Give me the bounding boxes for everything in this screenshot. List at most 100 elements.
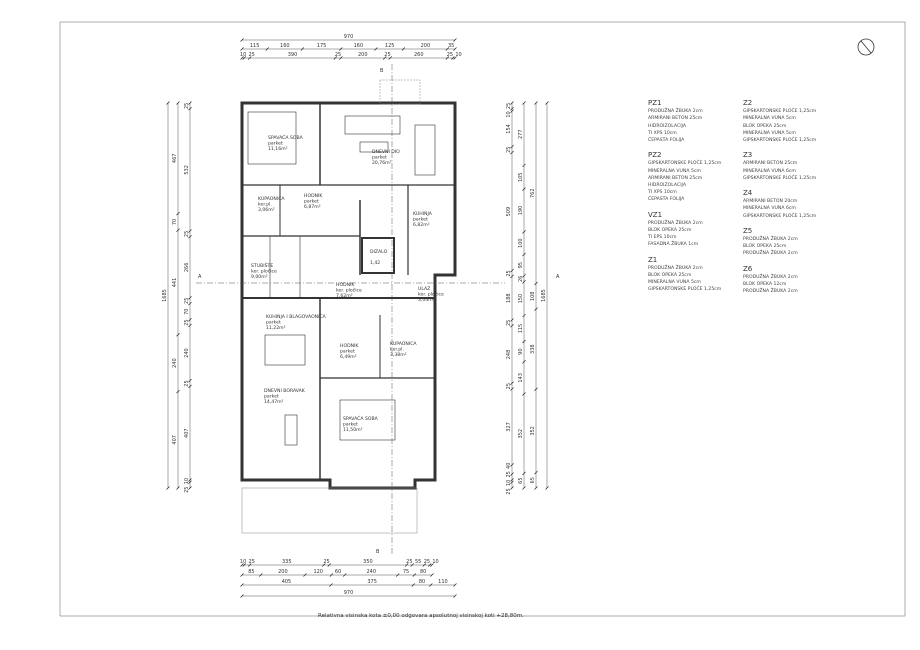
dimension-value: 150 — [518, 294, 524, 304]
dimension-tick — [534, 470, 538, 475]
dimension-tick — [300, 47, 305, 51]
dimension-tick — [510, 318, 514, 322]
dimension-tick — [510, 145, 514, 149]
dimension-value: 25 — [506, 471, 512, 477]
dimension-tick — [188, 384, 192, 389]
dimension-tick — [265, 47, 270, 51]
room-area: 3,04m² — [418, 297, 435, 303]
dimension-value: 26 — [518, 276, 524, 282]
dimension-value: 115 — [250, 43, 260, 49]
dimension-tick — [522, 252, 526, 257]
legend-layer: GIPSKARTONSKE PLOČE 1,25cm — [743, 138, 817, 144]
dimension-value: 467 — [172, 154, 178, 164]
legend-layer: GIPSKARTONSKE PLOČE 1,25cm — [648, 161, 722, 167]
legend-layer: GIPSKARTONSKE PLOČE 1,25cm — [648, 287, 722, 293]
room-area: 6,82m² — [413, 222, 430, 228]
dimension-tick — [522, 392, 526, 396]
section-mark-a-left: A — [198, 274, 202, 280]
dimension-value: 200 — [421, 43, 431, 49]
room-name: HODNIK — [340, 343, 359, 349]
dimension-value: 375 — [367, 579, 377, 585]
legend-layer: MINERALNA VUNA 5cm — [743, 130, 796, 136]
legend-layer: BLOK OPEKA 12cm — [743, 282, 787, 288]
legend-layer: PRODUŽNA ŽBUKA 2cm — [743, 289, 798, 295]
dimension-value: 390 — [288, 52, 298, 58]
dimension-value: 25 — [184, 380, 190, 386]
legend-layer: PRODUŽNA ŽBUKA 2cm — [743, 237, 798, 243]
room-name: STUBIŠTE — [251, 262, 273, 269]
dimension-tick — [534, 101, 538, 105]
legend-layer: ARMIRANI BETON 20cm — [743, 199, 798, 205]
legend-layer: TI EPS 10cm — [648, 235, 677, 241]
legend-layer: PRODUŽNA ŽBUKA 2cm — [648, 265, 703, 271]
dimension-value: 338 — [530, 344, 536, 354]
dimension-tick — [522, 163, 526, 168]
room-name: SPAVAĆA SOBA — [268, 134, 304, 141]
dimension-tick — [510, 150, 514, 155]
dimension-tick — [176, 332, 180, 337]
dimension-tick — [188, 478, 192, 482]
dimension-value: 65 — [518, 477, 524, 483]
dimension-tick — [445, 47, 450, 51]
dimension-tick — [240, 563, 244, 567]
legend-layer: HIDROIZOLACIJA — [648, 183, 686, 189]
room-floor: parket — [343, 422, 358, 428]
dimension-value: 95 — [518, 262, 524, 268]
dimension-value: 25 — [184, 103, 190, 109]
dimension-value: 160 — [280, 43, 290, 49]
dimension-value: 115 — [518, 324, 524, 334]
room-floor: parket — [340, 349, 355, 355]
dimension-value: 25 — [506, 147, 512, 153]
room-area: 3,06m² — [258, 207, 275, 213]
dimension-value: 85 — [248, 569, 254, 575]
dimension-value: 25 — [424, 559, 430, 565]
dimension-tick — [534, 387, 538, 391]
dimension-tick — [240, 47, 244, 51]
dimension-value: 65 — [530, 477, 536, 483]
room-floor: parket — [413, 217, 428, 223]
dimension-value: 90 — [518, 348, 524, 354]
dimension-tick — [329, 583, 333, 587]
room-floor: ker.pl. — [258, 202, 272, 208]
dimension-value: 80 — [419, 579, 425, 585]
north-arrow-icon — [857, 38, 875, 56]
legend-layer: TI XPS 10cm — [648, 130, 677, 136]
dimension-tick — [188, 323, 192, 328]
dimension-tick — [176, 211, 180, 216]
room-floor: ker.pl. — [390, 347, 404, 353]
legend-layer: MINERALNA VUNA 6cm — [743, 168, 796, 174]
room-name: ULAZ — [418, 286, 430, 292]
dimension-tick — [510, 387, 514, 391]
dimension-value: 352 — [518, 429, 524, 439]
legend-code: Z6 — [743, 264, 753, 273]
dimension-value: 352 — [530, 426, 536, 436]
legend-code: Z4 — [743, 189, 753, 198]
room-name: KUHINJA I BLAGOVAONICA — [266, 314, 327, 320]
dimension-tick — [188, 106, 192, 111]
dimension-tick — [188, 301, 192, 306]
room-name: KUPAONICA — [390, 341, 417, 347]
dimension-tick — [259, 573, 263, 577]
room-area: 11,50m² — [343, 427, 363, 433]
dimension-tick — [510, 478, 514, 482]
dimension-value: 25 — [406, 559, 412, 565]
dimension-tick — [176, 101, 180, 105]
dimension-tick — [522, 274, 526, 278]
dimension-tick — [451, 56, 455, 60]
dimension-tick — [188, 235, 192, 239]
legend-layer: PRODUŽNA ŽBUKA 2cm — [648, 220, 703, 226]
legend-code: Z3 — [743, 151, 753, 160]
dimension-tick — [510, 381, 514, 385]
dimension-tick — [453, 583, 457, 587]
room-area: 3,38m² — [390, 352, 407, 358]
dimension-value: 10 — [240, 559, 246, 565]
dimension-tick — [247, 56, 252, 60]
dimension-value: 25 — [184, 487, 190, 493]
room-area: 1,42 — [370, 260, 380, 266]
dimension-tick — [510, 486, 514, 490]
dimension-value: 260 — [414, 52, 424, 58]
dimension-value: 80 — [420, 569, 426, 575]
dimension-tick — [510, 274, 514, 279]
